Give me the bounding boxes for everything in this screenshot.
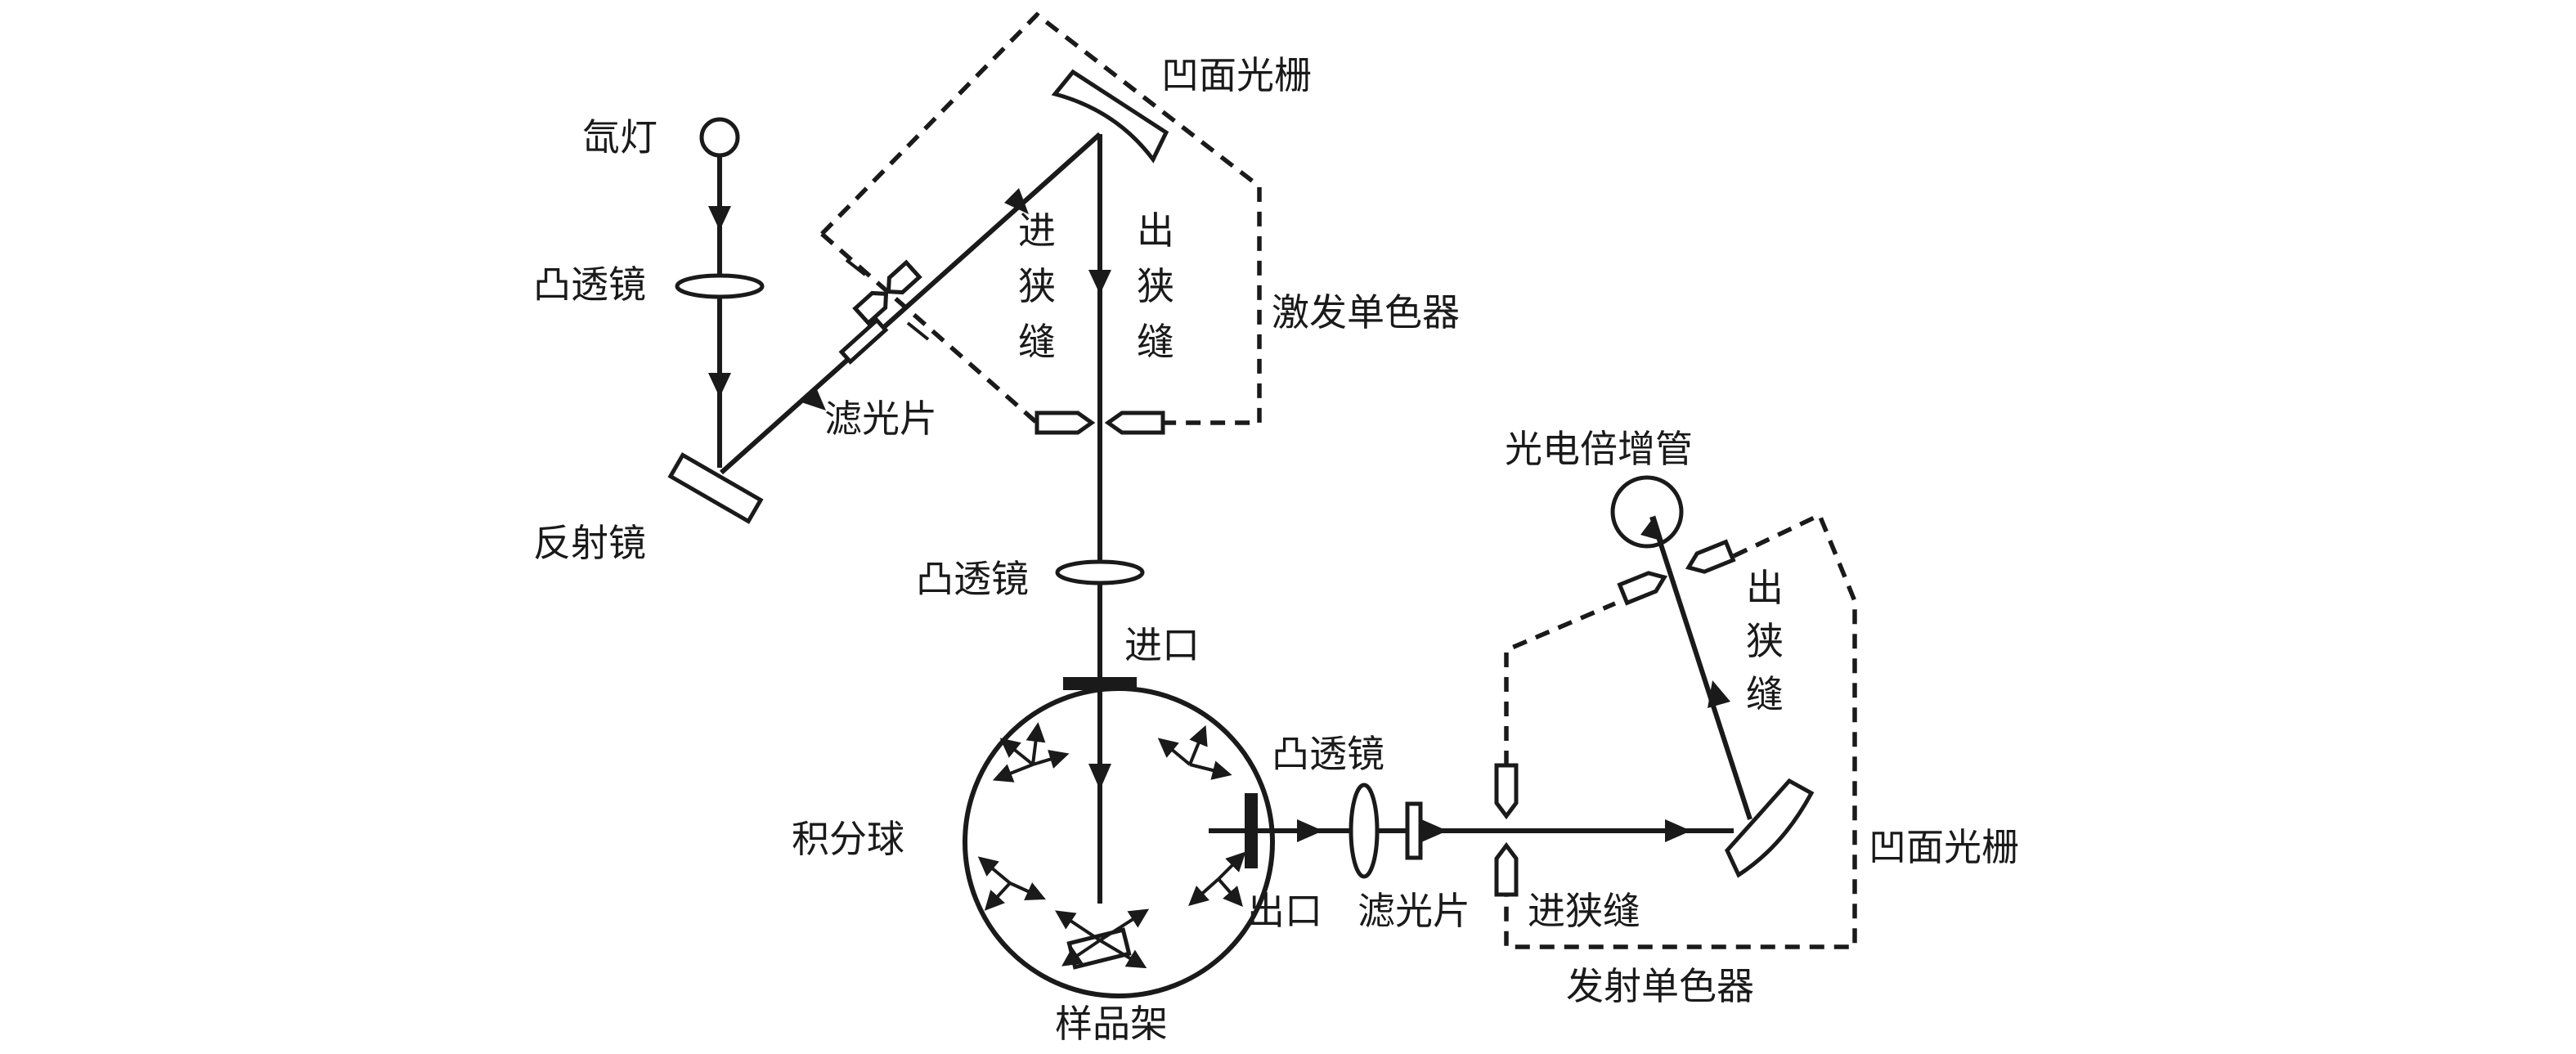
entrance-slit-1-icon [852, 259, 922, 326]
concave-grating-1-label: 凹面光栅 [1161, 53, 1312, 97]
beam-arrowhead [1088, 270, 1111, 294]
exit-slit-1-label-char: 缝 [1137, 320, 1174, 364]
emission-monochromator-label: 发射单色器 [1566, 964, 1754, 1008]
beam-arrowhead [1004, 188, 1029, 214]
beam-arrowhead [1665, 819, 1691, 842]
beam-arrowhead [1640, 515, 1663, 541]
entrance-slit-2-icon [1494, 763, 1519, 897]
photomultiplier-icon [1610, 475, 1684, 549]
convex-lens-3-icon [1349, 783, 1380, 879]
entrance-slit-2-label: 进狭缝 [1528, 889, 1640, 933]
beam-grating-to-pmt [1649, 516, 1752, 820]
exit-slit-2-icon [1617, 539, 1736, 606]
slit-leader [906, 321, 930, 341]
exit-slit-2-label-char: 狭 [1746, 619, 1784, 663]
excitation-monochromator-label: 激发单色器 [1272, 290, 1460, 334]
filter-1-label: 滤光片 [824, 397, 937, 441]
scatter-arrows [977, 722, 1246, 969]
concave-grating-2-label: 凹面光栅 [1869, 825, 2019, 869]
xenon-lamp-icon [699, 117, 740, 158]
concave-grating-2-icon [1725, 778, 1815, 878]
beam-arrowhead [801, 388, 826, 410]
photomultiplier-label: 光电倍增管 [1505, 427, 1693, 471]
emission-monochromator-housing [1504, 601, 1617, 765]
beam-mirror-to-grating [720, 132, 1102, 475]
convex-lens-2-label: 凸透镜 [916, 557, 1029, 601]
xenon-lamp-label: 氙灯 [582, 115, 657, 159]
excitation-monochromator-housing [820, 11, 1262, 425]
entrance-slit-1-label-char: 进 [1018, 209, 1056, 253]
beam-arrowhead [1297, 819, 1323, 842]
excitation-monochromator-housing [820, 231, 1039, 425]
beam-arrowhead [1708, 680, 1730, 708]
mirror-label: 反射镜 [533, 521, 646, 565]
exit-slit-1-icon [1034, 410, 1165, 435]
entrance-slit-1-label-char: 缝 [1018, 320, 1056, 364]
exit-slit-1-label-char: 出 [1137, 209, 1174, 253]
integrating-sphere-icon [963, 686, 1275, 998]
emission-monochromator-housing [1504, 512, 1857, 949]
beam-arrowhead [1421, 819, 1447, 842]
filter-2-icon [1405, 801, 1423, 860]
convex-lens-3-label: 凸透镜 [1272, 732, 1384, 776]
sample-holder-label: 样品架 [1055, 1002, 1168, 1046]
exit-slit-1-label-char: 狭 [1137, 264, 1174, 308]
mirror-icon [667, 452, 764, 524]
beam-arrowhead [708, 206, 731, 231]
slit-leader [845, 258, 867, 276]
inlet-label: 进口 [1124, 623, 1200, 667]
filter-1-icon [838, 317, 889, 365]
outlet-label: 出口 [1247, 889, 1322, 933]
exit-slit-2-label-char: 出 [1746, 566, 1784, 610]
entrance-slit-1-label-char: 狭 [1018, 264, 1056, 308]
filter-2-label: 滤光片 [1358, 889, 1470, 933]
exit-slit-2-label-char: 缝 [1746, 672, 1784, 716]
concave-grating-1-icon [1051, 69, 1169, 164]
convex-lens-1-label: 凸透镜 [533, 262, 646, 307]
beam-arrowhead [708, 373, 731, 397]
integrating-sphere-label: 积分球 [792, 817, 904, 861]
sample-holder-icon [1066, 927, 1132, 970]
convex-lens-2-icon [1055, 559, 1145, 585]
convex-lens-1-icon [675, 273, 765, 299]
beam-arrowhead [1088, 764, 1111, 790]
